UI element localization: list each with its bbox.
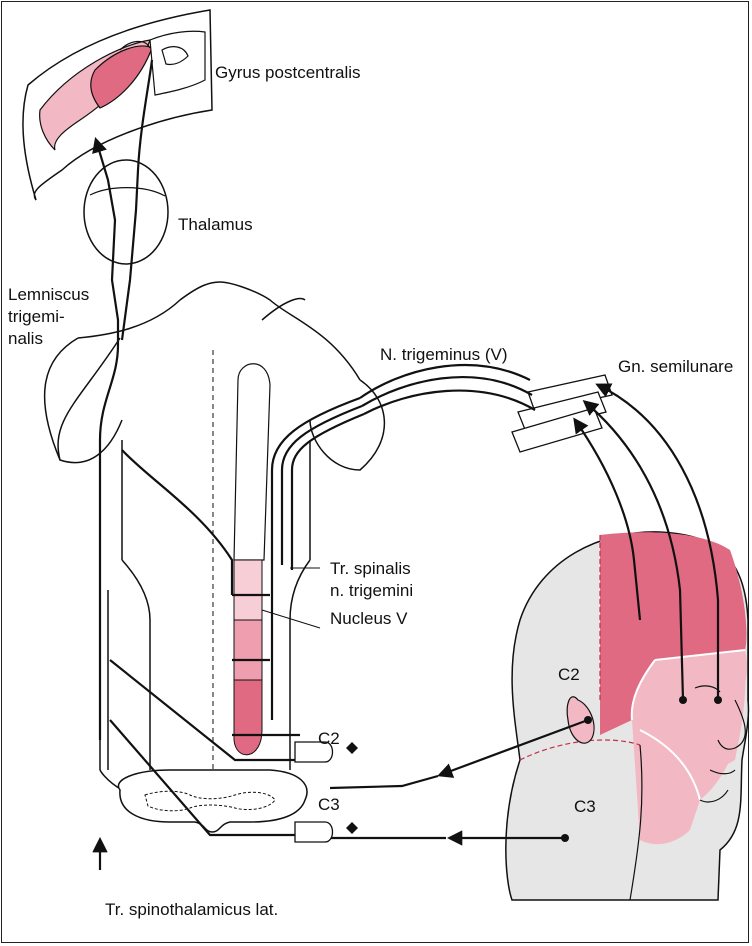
label-gn-semilunare: Gn. semilunare — [618, 357, 733, 376]
label-n-trigeminus: N. trigeminus (V) — [380, 345, 508, 364]
leader-lines — [262, 568, 320, 628]
label-lemniscus-3: nalis — [8, 329, 43, 348]
label-tr-spinothalamicus: Tr. spinothalamicus lat. — [105, 900, 278, 919]
label-tr-spinalis-1: Tr. spinalis — [330, 559, 411, 578]
thalamus-outline — [84, 160, 168, 264]
label-tr-spinalis-2: n. trigemini — [330, 581, 413, 600]
label-c3-root: C3 — [318, 795, 340, 814]
label-nucleus-v: Nucleus V — [330, 609, 408, 628]
label-lemniscus-2: trigemi- — [8, 307, 65, 326]
label-c2-head: C2 — [558, 665, 580, 684]
label-lemniscus-1: Lemniscus — [8, 285, 89, 304]
label-c3-head: C3 — [574, 797, 596, 816]
nucleus-v-column — [234, 364, 270, 755]
head — [506, 532, 749, 900]
label-c2-root: C2 — [318, 729, 340, 748]
label-gyrus-postcentralis: Gyrus postcentralis — [215, 63, 361, 82]
label-thalamus: Thalamus — [178, 215, 253, 234]
